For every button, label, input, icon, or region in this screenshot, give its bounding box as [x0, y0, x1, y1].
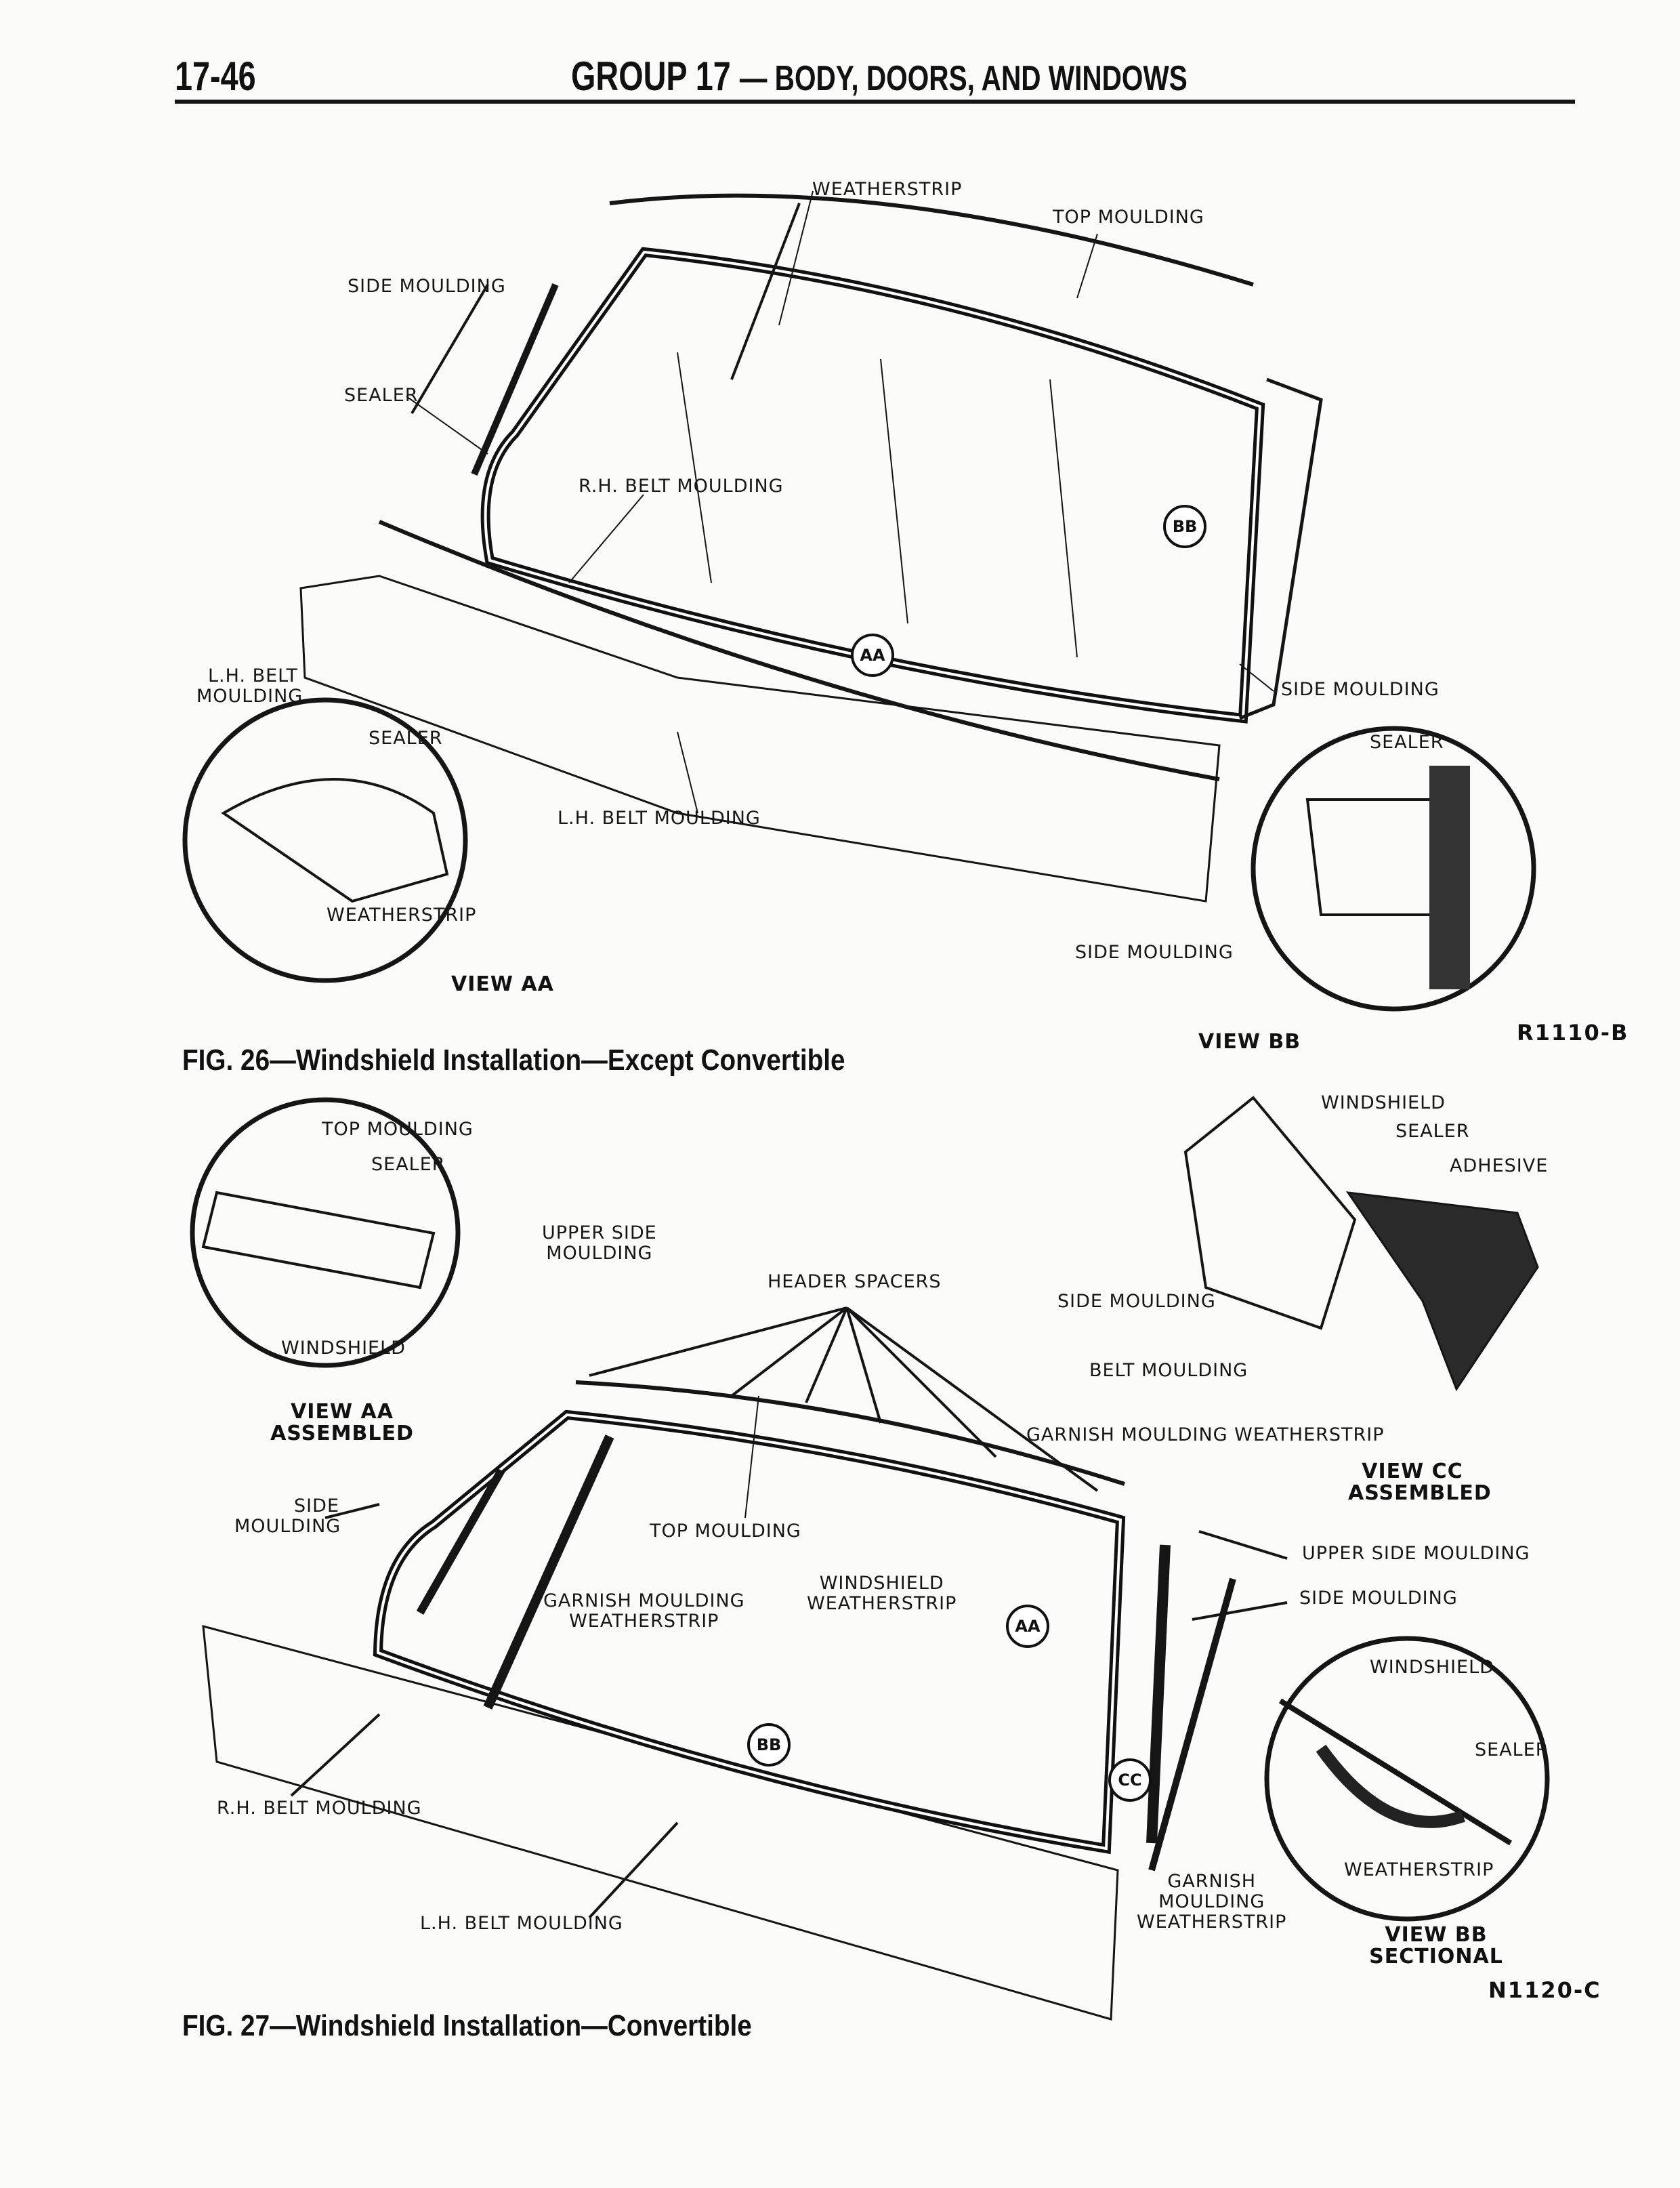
view-line: ASSEMBLED: [270, 1422, 414, 1445]
label-rh-belt-moulding: R.H. BELT MOULDING: [579, 476, 784, 497]
callout-bb: BB: [747, 1723, 791, 1767]
label-weatherstrip-bb: WEATHERSTRIP: [1344, 1859, 1494, 1880]
label-line: GARNISH MOULDING: [543, 1590, 745, 1611]
label-belt-moulding-cc: BELT MOULDING: [1089, 1360, 1248, 1381]
group-number: GROUP 17: [571, 54, 731, 99]
label-line: SIDE: [294, 1495, 339, 1516]
label-sealer-bb: SEALER: [1475, 1739, 1549, 1760]
label-side-moulding: SIDE MOULDING: [348, 276, 506, 297]
view-bb-label: VIEW BB: [1198, 1030, 1301, 1054]
figure-caption: FIG. 26—Windshield Installation—Except C…: [182, 1044, 845, 1077]
label-rh-belt-moulding: R.H. BELT MOULDING: [217, 1798, 422, 1819]
group-title: GROUP 17 — BODY, DOORS, AND WINDOWS: [571, 53, 1188, 100]
label-line: MOULDING: [234, 1516, 341, 1537]
view-line: SECTIONAL: [1369, 1945, 1503, 1968]
fig26-windshield-drawing: [182, 190, 1536, 1012]
label-sealer-cc: SEALER: [1395, 1121, 1470, 1142]
label-garnish-weatherstrip-cc: GARNISH MOULDING WEATHERSTRIP: [1026, 1424, 1385, 1445]
label-windshield-bb: WINDSHIELD: [1370, 1657, 1494, 1678]
figure-caption: FIG. 27—Windshield Installation—Converti…: [182, 2009, 752, 2042]
label-weatherstrip: WEATHERSTRIP: [812, 179, 963, 200]
label-line: WINDSHIELD: [819, 1573, 944, 1594]
label-line: WEATHERSTRIP: [569, 1611, 719, 1632]
label-sealer-aa: SEALER: [369, 728, 443, 749]
label-top-moulding: TOP MOULDING: [650, 1521, 801, 1542]
callout-bb: BB: [1163, 505, 1206, 548]
label-line: UPPER SIDE: [542, 1222, 657, 1243]
callout-aa: AA: [1006, 1605, 1049, 1648]
label-line: MOULDING: [1158, 1891, 1265, 1912]
label-line: MOULDING: [546, 1243, 653, 1264]
label-top-moulding-aa: TOP MOULDING: [322, 1119, 474, 1140]
label-sealer: SEALER: [344, 385, 419, 406]
section-title: — BODY, DOORS, AND WINDOWS: [739, 59, 1188, 98]
label-windshield-aa: WINDSHIELD: [281, 1338, 406, 1359]
label-line: WEATHERSTRIP: [1137, 1912, 1287, 1933]
label-windshield-cc: WINDSHIELD: [1321, 1092, 1446, 1113]
view-aa-label: VIEW AA: [451, 972, 554, 996]
label-line: WEATHERSTRIP: [807, 1593, 957, 1614]
label-lh-belt-moulding-center: L.H. BELT MOULDING: [558, 808, 761, 829]
label-line: GARNISH: [1167, 1871, 1257, 1892]
fig27-windshield-drawing: [190, 1096, 1550, 2021]
label-line: MOULDING: [196, 686, 303, 707]
page-number: 17-46: [175, 54, 256, 99]
label-top-moulding: TOP MOULDING: [1053, 207, 1204, 228]
label-side-moulding-bb: SIDE MOULDING: [1075, 942, 1234, 963]
view-line: VIEW AA: [291, 1400, 394, 1424]
label-side-moulding-cc: SIDE MOULDING: [1057, 1291, 1216, 1312]
view-line: VIEW BB: [1385, 1923, 1488, 1947]
label-upper-side-moulding-right: UPPER SIDE MOULDING: [1302, 1543, 1530, 1564]
label-adhesive-cc: ADHESIVE: [1450, 1155, 1549, 1176]
label-side-moulding-right: SIDE MOULDING: [1281, 679, 1440, 700]
callout-cc: CC: [1108, 1758, 1152, 1802]
label-header-spacers: HEADER SPACERS: [768, 1271, 942, 1292]
label-lh-belt-moulding: L.H. BELT MOULDING: [420, 1913, 623, 1934]
view-line: ASSEMBLED: [1348, 1481, 1492, 1505]
label-weatherstrip-aa: WEATHERSTRIP: [327, 905, 477, 926]
callout-aa: AA: [851, 634, 894, 677]
label-sealer-aa: SEALER: [371, 1154, 446, 1175]
figure-code: R1110-B: [1517, 1020, 1629, 1046]
figure-code: N1120-C: [1488, 1977, 1601, 2003]
view-line: VIEW CC: [1362, 1460, 1463, 1483]
label-line: L.H. BELT: [207, 665, 298, 686]
label-sealer-bb: SEALER: [1370, 732, 1444, 753]
label-side-moulding-right: SIDE MOULDING: [1299, 1588, 1458, 1609]
